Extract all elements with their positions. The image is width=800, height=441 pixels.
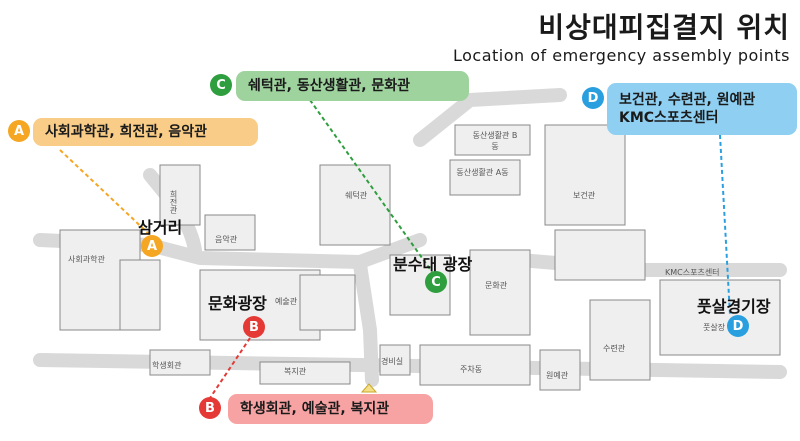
label-guard: 경비실 [381, 357, 404, 366]
connector-d [719, 134, 731, 316]
label-huijeon: 희전관 [169, 190, 178, 214]
connector-lines [59, 99, 731, 399]
callout-a-badge: A [8, 120, 30, 142]
place-a: 삼거리 [138, 218, 183, 237]
marker-d: D [727, 315, 749, 337]
label-culture: 문화관 [485, 281, 508, 290]
callout-b-text: 학생회관, 예술관, 복지관 [240, 400, 390, 417]
label-music: 음악관 [215, 235, 238, 244]
label-social-science: 사회과학관 [68, 255, 105, 264]
label-welfare: 복지관 [284, 367, 307, 376]
callout-a: 사회과학관, 희전관, 음악관 [33, 118, 258, 146]
callout-c-text: 쉐턱관, 동산생활관, 문화관 [248, 77, 411, 94]
label-horticulture: 원예관 [546, 371, 569, 380]
place-b: 문화광장 [208, 294, 267, 313]
label-health: 보건관 [573, 191, 596, 200]
label-training: 수련관 [603, 344, 626, 353]
label-kmc: KMC스포츠센터 [665, 268, 720, 277]
callout-d-text-line1: 보건관, 수련관, 원예관 [619, 91, 756, 108]
place-c: 분수대 광장 [393, 255, 473, 274]
label-parking: 주차동 [460, 365, 483, 374]
connector-c [309, 99, 433, 273]
place-d: 풋살경기장 [697, 297, 771, 316]
callout-c-badge: C [210, 74, 232, 96]
label-student-union: 학생회관 [152, 361, 182, 370]
page-subtitle: Location of emergency assembly points [452, 46, 790, 65]
label-shelter: 쉐턱관 [345, 191, 368, 200]
callout-b-badge: B [199, 397, 221, 419]
callout-c: 쉐턱관, 동산생활관, 문화관 [236, 71, 469, 101]
marker-a: A [141, 235, 163, 257]
connector-b [209, 337, 251, 399]
label-futsal: 풋살장 [703, 323, 726, 332]
marker-b: B [243, 316, 265, 338]
label-dorm-b: 동산생활관 B동 [472, 131, 518, 151]
callout-d-text-line2: KMC스포츠센터 [619, 110, 719, 126]
page-title: 비상대피집결지 위치 [538, 11, 790, 44]
callout-d: 보건관, 수련관, 원예관 KMC스포츠센터 [607, 83, 797, 135]
connector-a [59, 149, 151, 236]
label-dorm-a: 동산생활관 A동 [456, 168, 509, 177]
marker-c: C [425, 271, 447, 293]
callout-d-badge: D [582, 87, 604, 109]
entrance-marker [360, 383, 378, 393]
callout-a-text: 사회과학관, 희전관, 음악관 [45, 123, 208, 140]
label-art: 예술관 [275, 297, 298, 306]
callout-b: 학생회관, 예술관, 복지관 [228, 394, 433, 424]
buildings [59, 124, 781, 391]
